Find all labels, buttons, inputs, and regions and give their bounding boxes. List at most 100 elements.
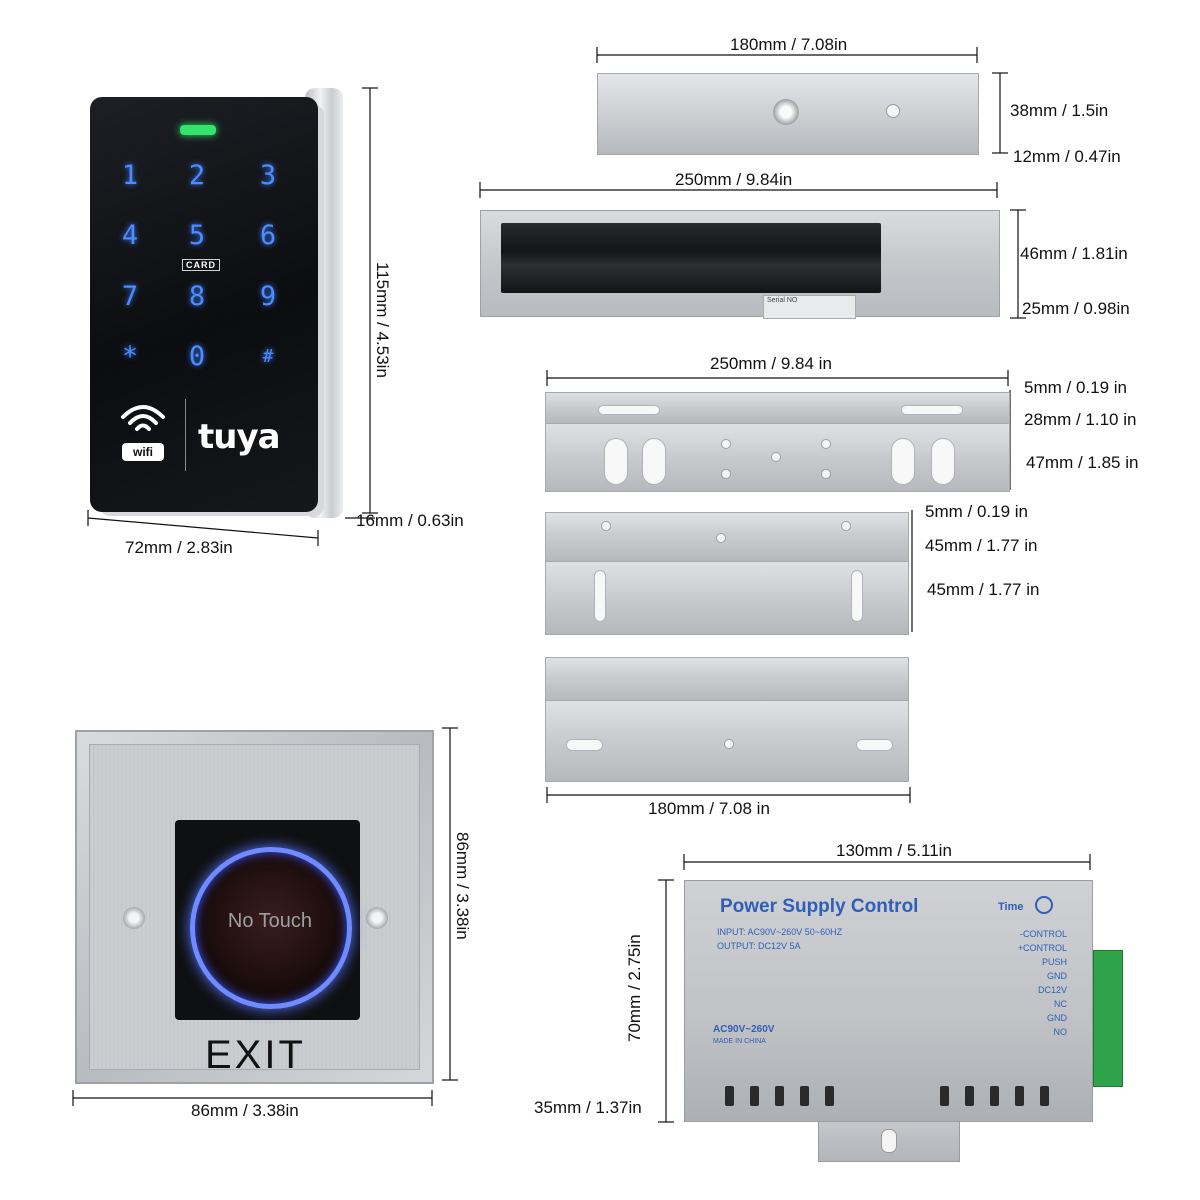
tuya-logo: tuya bbox=[198, 417, 281, 457]
wifi-icon bbox=[121, 405, 165, 431]
hole bbox=[771, 452, 781, 462]
lock-depth-dim: 25mm / 0.98in bbox=[1022, 299, 1130, 318]
vent bbox=[800, 1086, 809, 1106]
vent bbox=[990, 1086, 999, 1106]
keypad-width-dim: 72mm / 2.83in bbox=[125, 538, 233, 557]
l-bracket-thickness-dim: 5mm / 0.19 in bbox=[1024, 378, 1127, 397]
psu-title: Power Supply Control bbox=[720, 896, 919, 917]
hole bbox=[716, 533, 726, 543]
keypad-height-dim: 115mm / 4.53in bbox=[373, 262, 392, 378]
key-9[interactable]: 9 bbox=[259, 281, 277, 312]
terminal-block bbox=[1093, 950, 1123, 1087]
vent bbox=[825, 1086, 834, 1106]
z-bracket-top bbox=[545, 512, 909, 562]
terminal-label: DC12V bbox=[1037, 985, 1067, 995]
key-1[interactable]: 1 bbox=[121, 160, 139, 191]
psu-model: AC90V~260V bbox=[713, 1024, 775, 1035]
screw-icon bbox=[123, 907, 145, 929]
z-bracket-bottom-dim: 45mm / 1.77 in bbox=[927, 580, 1040, 599]
time-label: Time bbox=[998, 901, 1024, 913]
exit-width-dim: 86mm / 3.38in bbox=[191, 1101, 299, 1120]
z-bracket-top-dim: 45mm / 1.77 in bbox=[925, 536, 1038, 555]
psu-depth-dim: 35mm / 1.37in bbox=[534, 1098, 642, 1117]
vent bbox=[965, 1086, 974, 1106]
power-supply: Power Supply Control Time INPUT: AC90V~2… bbox=[684, 880, 1093, 1122]
mount-hole bbox=[773, 99, 799, 125]
touchless-sensor[interactable] bbox=[190, 847, 352, 1009]
l-bracket-bottom bbox=[545, 423, 1010, 492]
exit-button-plate: No Touch EXIT bbox=[75, 730, 434, 1084]
l-bracket-bottom-dim: 47mm / 1.85 in bbox=[1026, 453, 1139, 472]
terminal-label: -CONTROL bbox=[1020, 929, 1067, 939]
exit-label: EXIT bbox=[205, 1033, 306, 1077]
exit-height-dim: 86mm / 3.38in bbox=[453, 832, 472, 940]
psu-length-dim: 130mm / 5.11in bbox=[836, 841, 952, 860]
hole bbox=[721, 439, 731, 449]
slot bbox=[891, 438, 915, 485]
slot bbox=[642, 438, 666, 485]
vent bbox=[940, 1086, 949, 1106]
key-2[interactable]: 2 bbox=[188, 160, 206, 191]
wifi-badge: wifi bbox=[122, 443, 164, 461]
psu-input: INPUT: AC90V~260V 50~60HZ bbox=[717, 927, 843, 937]
bell-key[interactable]: # bbox=[262, 346, 274, 367]
made-in: MADE IN CHINA bbox=[713, 1038, 766, 1045]
keyhole bbox=[881, 1129, 897, 1153]
psu-output: OUTPUT: DC12V 5A bbox=[717, 941, 801, 951]
wifi-keypad: 1 2 3 4 5 6 7 8 9 * 0 # CARD wifi tuya bbox=[90, 97, 318, 512]
slot bbox=[901, 405, 963, 415]
terminal-label: NC bbox=[1054, 999, 1067, 1009]
vent bbox=[1040, 1086, 1049, 1106]
lower-bracket-top bbox=[545, 657, 909, 701]
lower-bracket-length-dim: 180mm / 7.08 in bbox=[648, 799, 770, 818]
slot bbox=[598, 405, 660, 415]
armature-thickness-dim: 12mm / 0.47in bbox=[1013, 147, 1121, 166]
terminal-label: PUSH bbox=[1041, 957, 1067, 967]
keypad-depth-dim: 16mm / 0.63in bbox=[356, 511, 464, 530]
pin-hole bbox=[886, 104, 900, 118]
psu-height-dim: 70mm / 2.75in bbox=[625, 934, 644, 1042]
hole bbox=[721, 469, 731, 479]
slot bbox=[566, 739, 603, 751]
plate-face: No Touch EXIT bbox=[89, 744, 420, 1077]
status-led bbox=[180, 125, 216, 135]
key-8[interactable]: 8 bbox=[188, 281, 206, 312]
l-bracket-length-dim: 250mm / 9.84 in bbox=[710, 354, 832, 373]
l-bracket-top-dim: 28mm / 1.10 in bbox=[1024, 410, 1137, 429]
divider bbox=[185, 399, 186, 471]
terminal-label: GND bbox=[1047, 971, 1067, 981]
terminal-label: +CONTROL bbox=[1017, 943, 1067, 953]
vent bbox=[750, 1086, 759, 1106]
armature-length-dim: 180mm / 7.08in bbox=[730, 35, 848, 54]
screw-icon bbox=[366, 907, 388, 929]
key-0[interactable]: 0 bbox=[188, 341, 206, 372]
card-label: CARD bbox=[182, 259, 220, 271]
no-touch-label: No Touch bbox=[227, 910, 313, 932]
l-bracket-top bbox=[545, 392, 1010, 424]
hole bbox=[841, 521, 851, 531]
z-bracket-bottom bbox=[545, 561, 909, 635]
lower-bracket-bottom bbox=[545, 700, 909, 782]
terminal-label: NO bbox=[1053, 1027, 1068, 1037]
slot bbox=[856, 739, 893, 751]
armature-height-dim: 38mm / 1.5in bbox=[1010, 101, 1109, 120]
terminal-label: GND bbox=[1047, 1013, 1067, 1023]
vent bbox=[725, 1086, 734, 1106]
key-3[interactable]: 3 bbox=[259, 160, 277, 191]
key-4[interactable]: 4 bbox=[121, 220, 139, 251]
vent bbox=[775, 1086, 784, 1106]
key-7[interactable]: 7 bbox=[121, 281, 139, 312]
key-star[interactable]: * bbox=[121, 341, 139, 372]
hole bbox=[724, 739, 734, 749]
hole bbox=[821, 469, 831, 479]
key-6[interactable]: 6 bbox=[259, 220, 277, 251]
slot bbox=[594, 570, 606, 622]
hole bbox=[821, 439, 831, 449]
time-dial-icon bbox=[1035, 896, 1053, 914]
z-bracket-thickness-dim: 5mm / 0.19 in bbox=[925, 502, 1028, 521]
armature-plate bbox=[597, 73, 979, 155]
key-5[interactable]: 5 bbox=[188, 220, 206, 251]
lock-height-dim: 46mm / 1.81in bbox=[1020, 244, 1128, 263]
lock-length-dim: 250mm / 9.84in bbox=[675, 170, 793, 189]
